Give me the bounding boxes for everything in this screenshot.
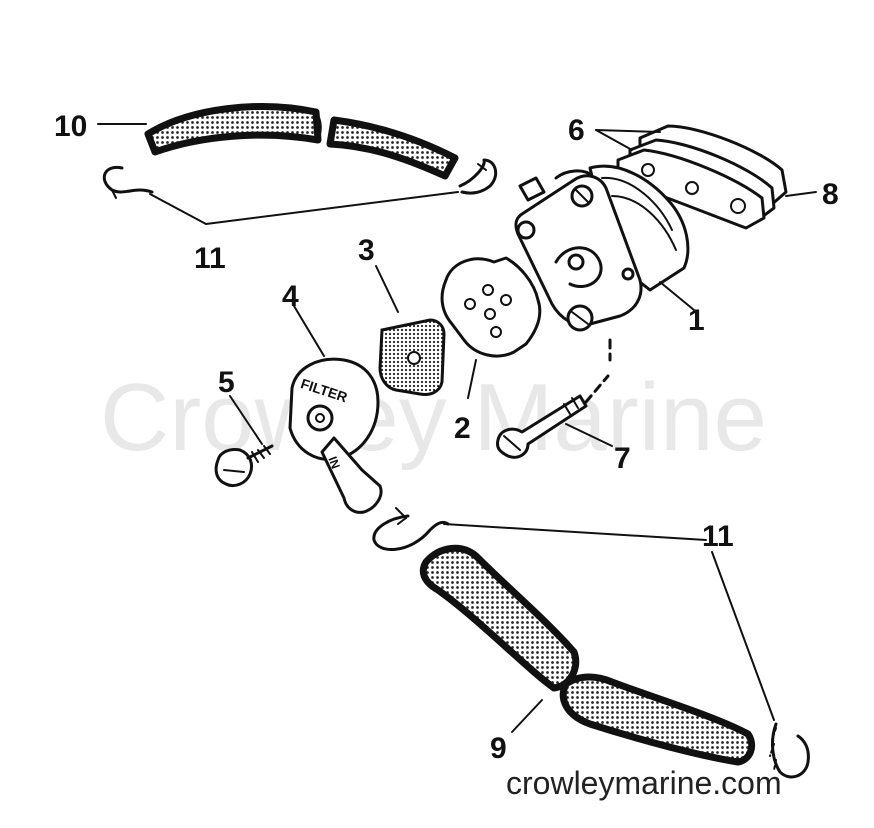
part-1-fuel-pump-body [514,164,690,332]
part-4-filter-cover: FILTER IN [288,357,383,514]
callout-8: 8 [822,178,839,211]
callout-7: 7 [614,442,631,475]
part-5-screw [214,444,274,488]
callout-9: 9 [490,732,507,765]
callout-4: 4 [282,280,299,313]
callout-11-lower: 11 [702,520,734,553]
leader-lines [97,123,817,733]
callout-10: 10 [54,110,87,143]
callout-11-upper: 11 [194,242,226,275]
callout-6: 6 [568,114,585,147]
callout-1: 1 [688,304,705,337]
part-11-lower-clamps [372,507,810,779]
part-9-lower-hose [419,544,756,766]
part-7-bolt [496,338,612,459]
callout-3: 3 [358,234,375,267]
part-11-upper-clamps [102,158,498,199]
part-10-upper-hose [144,103,459,180]
part-2-diaphragm [440,256,542,358]
callout-2: 2 [454,412,471,445]
inlet-mark: IN [325,455,342,471]
site-url[interactable]: crowleymarine.com [506,765,782,801]
callout-labels: 1 2 3 4 5 6 7 8 9 10 11 11 [54,110,839,765]
part-3-filter-screen [378,318,446,396]
callout-5: 5 [218,366,235,399]
